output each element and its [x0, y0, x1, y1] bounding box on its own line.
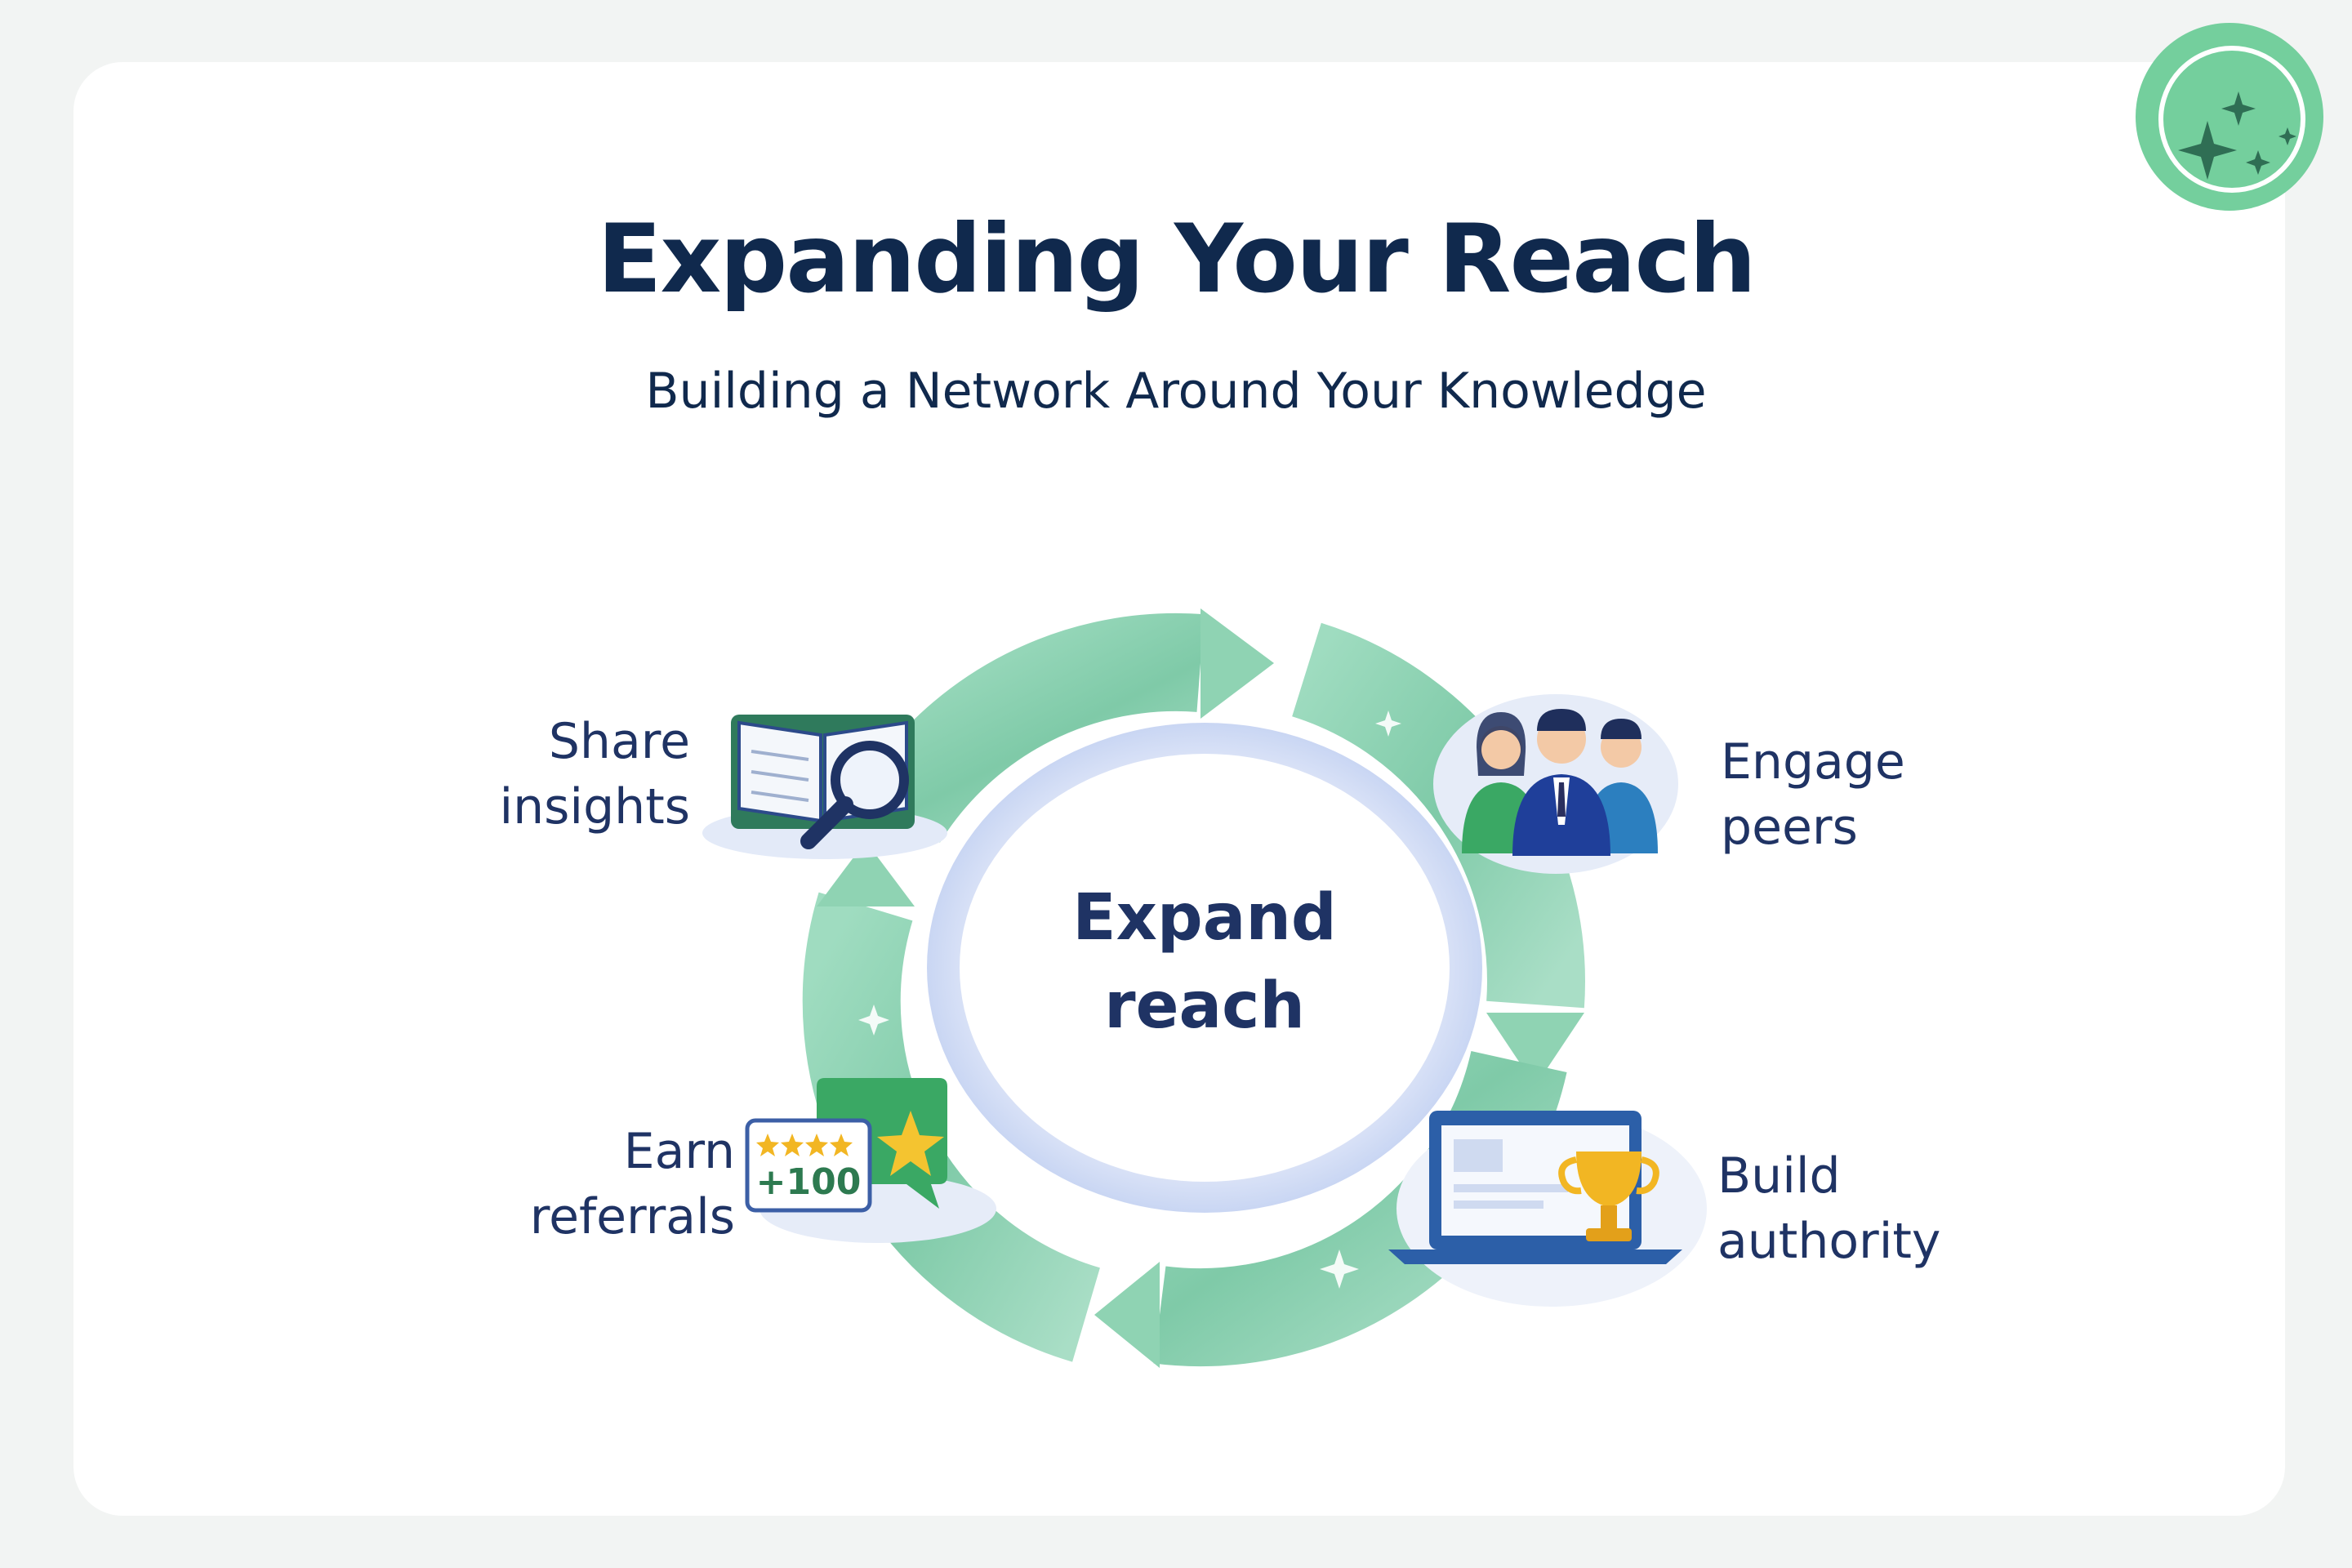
people-group-icon [1433, 694, 1678, 874]
node-label-share: Share insights [499, 713, 690, 835]
laptop-trophy-icon [1388, 1111, 1707, 1307]
sparkles-badge[interactable] [2136, 23, 2323, 211]
sparkles-icon [2178, 91, 2296, 180]
book-magnifier-icon [702, 715, 947, 859]
node-label-build: Build authority [1717, 1147, 1941, 1270]
page-title: Expanding Your Reach [597, 204, 1757, 314]
rating-chat-icon [745, 1078, 996, 1243]
node-label-earn: Earn referrals [529, 1123, 735, 1245]
referral-points-badge: +100 [756, 1161, 862, 1203]
page-subtitle: Building a Network Around Your Knowledge [645, 363, 1707, 420]
node-label-engage: Engage peers [1721, 733, 1905, 856]
center-label: Expand reach [1072, 881, 1337, 1043]
